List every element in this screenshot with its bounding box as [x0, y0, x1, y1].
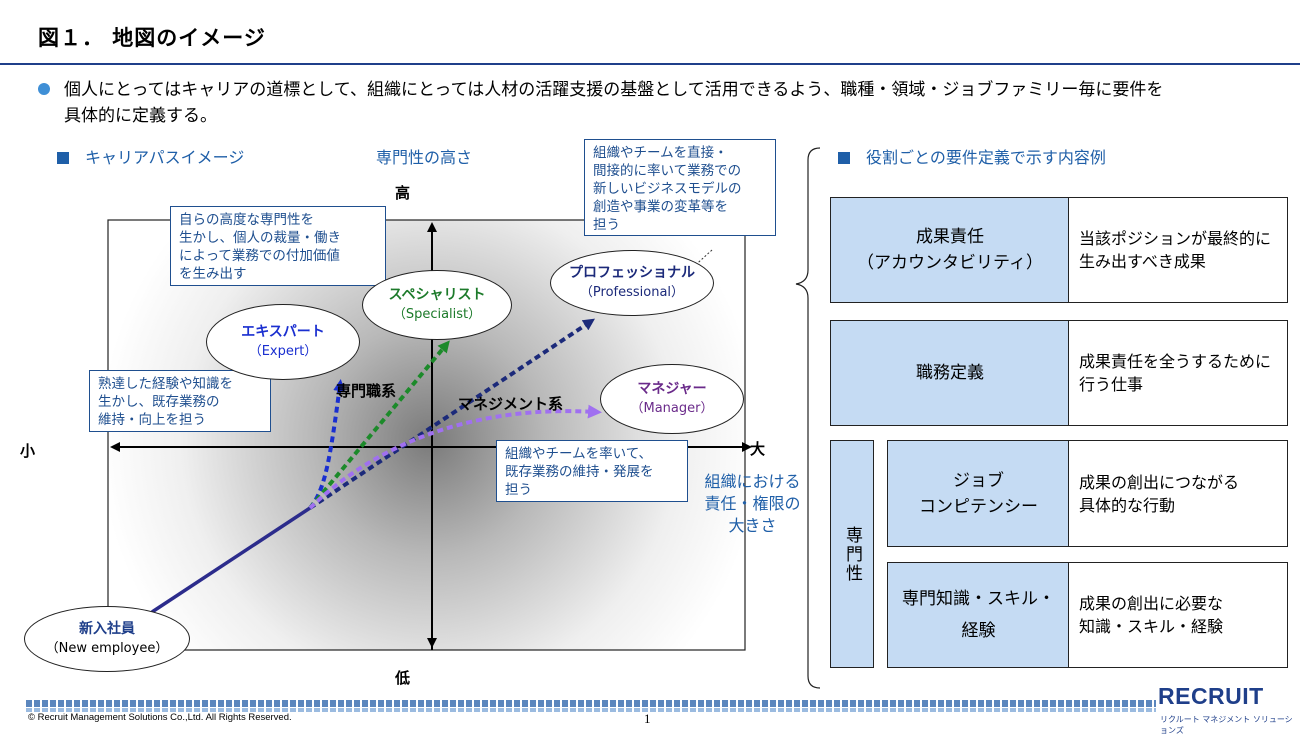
copyright-text: © Recruit Management Solutions Co.,Ltd. … [28, 712, 292, 723]
professional-callout: 組織やチームを直接・ 間接的に率いて業務での 新しいビジネスモデルの 創造や事業… [584, 139, 776, 236]
row-body-line: 成果の創出に必要な [1079, 594, 1224, 613]
node-specialist-name: スペシャリスト [388, 287, 486, 303]
recruit-logo-subtitle: リクルート マネジメント ソリューションズ [1160, 715, 1293, 735]
h-axis-title-line-1: 組織における [704, 472, 801, 491]
expertise-group-text: 専門性 [842, 525, 862, 583]
square-bullet-icon [57, 152, 69, 164]
intro-line-1: 個人にとってはキャリアの道標として、組織にとっては人材の活躍支援の基盤として活用… [64, 80, 1164, 100]
row-job-definition-head: 職務定義 [830, 320, 1070, 426]
requirements-heading: 役割ごとの要件定義で示す内容例 [838, 144, 1106, 168]
row-head-line: 経験 [961, 621, 996, 641]
axis-label-large: 大 [750, 440, 766, 458]
manager-callout: 組織やチームを率いて、 既存業務の維持・発展を 担う [496, 440, 688, 502]
career-path-heading: キャリアパスイメージ [57, 144, 244, 168]
specialist-path-arrow [308, 340, 450, 510]
axis-label-small: 小 [20, 442, 36, 460]
node-specialist-en: （Specialist） [392, 307, 482, 322]
node-expert: エキスパート （Expert） [206, 304, 360, 380]
row-head-line: 成果責任 [916, 227, 984, 247]
callout-line: 担う [593, 217, 620, 233]
requirements-heading-text: 役割ごとの要件定義で示す内容例 [866, 148, 1106, 167]
node-manager: マネジャー （Manager） [600, 364, 744, 434]
footer-dashed-bar-light [26, 708, 1156, 712]
row-head-line: 職務定義 [916, 363, 984, 383]
callout-line: 生かし、既存業務の [98, 394, 220, 410]
callout-line: 既存業務の維持・発展を [505, 464, 654, 480]
node-expert-en: （Expert） [248, 344, 318, 359]
row-accountability-head: 成果責任 （アカウンタビリティ） [830, 197, 1070, 303]
node-new-employee-name: 新入社員 [79, 621, 135, 637]
expert-path-arrow [308, 379, 346, 510]
node-manager-name: マネジャー [637, 381, 707, 397]
row-head-line: 専門知識・スキル・ [902, 589, 1055, 609]
h-axis-title-line-3: 大きさ [728, 516, 777, 535]
callout-line: 組織やチームを率いて、 [505, 446, 653, 462]
row-body-line: 具体的な行動 [1079, 495, 1176, 515]
expertise-group-label: 専門性 [830, 440, 874, 668]
node-new-employee: 新入社員 （New employee） [24, 606, 190, 672]
row-head-line: ジョブ [953, 470, 1004, 491]
professional-path-arrow [308, 318, 595, 510]
row-body-line: 当該ポジションが最終的に [1079, 229, 1272, 248]
footer-dashed-bar [26, 700, 1156, 707]
node-specialist: スペシャリスト （Specialist） [362, 270, 512, 340]
node-professional-en: （Professional） [579, 285, 685, 300]
specialist-track-label: 専門職系 [336, 382, 397, 400]
h-axis-title-line-2: 責任・権限の [704, 494, 801, 513]
row-knowledge-body: 成果の創出に必要な 知識・スキル・経験 [1068, 562, 1288, 668]
row-competency-head: ジョブ コンピテンシー [887, 440, 1070, 547]
node-manager-en: （Manager） [630, 401, 714, 416]
callout-line: 担う [505, 482, 532, 498]
callout-line: によって業務での付加価値 [179, 248, 340, 264]
row-body-line: 成果責任を全うするために [1079, 352, 1272, 371]
recruit-logo: RECRUIT [1158, 683, 1264, 709]
title-divider [0, 63, 1300, 65]
callout-line: 維持・向上を担う [98, 412, 206, 428]
callout-line: 組織やチームを直接・ [593, 145, 728, 161]
expert-callout: 熟達した経験や知識を 生かし、既存業務の 維持・向上を担う [89, 370, 271, 432]
callout-line: を生み出す [179, 266, 247, 282]
axis-label-low: 低 [395, 669, 411, 687]
node-new-employee-en: （New employee） [45, 641, 169, 656]
right-brace [795, 147, 821, 689]
manager-path-arrow [308, 404, 602, 510]
bullet-dot-icon [38, 83, 50, 95]
node-expert-name: エキスパート [241, 324, 325, 340]
row-accountability-body: 当該ポジションが最終的に 生み出すべき成果 [1068, 197, 1288, 303]
node-professional: プロフェッショナル （Professional） [550, 250, 714, 316]
callout-line: 熟達した経験や知識を [98, 376, 233, 392]
row-head-line: コンピテンシー [919, 496, 1038, 517]
horizontal-axis-title: 組織における 責任・権限の 大きさ [690, 471, 815, 537]
row-head-line: （アカウンタビリティ） [857, 253, 1043, 273]
page-number: 1 [644, 711, 651, 726]
callout-line: 自らの高度な専門性を [179, 212, 314, 228]
row-competency-body: 成果の創出につながる 具体的な行動 [1068, 440, 1288, 547]
row-body-line: 成果の創出につながる [1079, 472, 1240, 492]
row-knowledge-head: 専門知識・スキル・ 経験 [887, 562, 1070, 668]
page-title: 図１． 地図のイメージ [38, 26, 266, 50]
management-track-label: マネジメント系 [458, 395, 564, 413]
callout-line: 新しいビジネスモデルの [593, 181, 742, 197]
callout-line: 間接的に率いて業務での [593, 163, 742, 179]
career-path-heading-text: キャリアパスイメージ [85, 148, 245, 167]
intro-text: 個人にとってはキャリアの道標として、組織にとっては人材の活躍支援の基盤として活用… [64, 77, 1244, 129]
row-job-definition-body: 成果責任を全うするために 行う仕事 [1068, 320, 1288, 426]
square-bullet-icon [838, 152, 850, 164]
axis-label-high: 高 [395, 184, 411, 202]
row-body-line: 行う仕事 [1079, 375, 1144, 394]
node-professional-name: プロフェッショナル [569, 265, 695, 281]
vertical-axis-title: 専門性の高さ [376, 148, 473, 167]
intro-line-2: 具体的に定義する。 [64, 106, 217, 126]
row-body-line: 知識・スキル・経験 [1079, 617, 1224, 636]
callout-line: 創造や事業の変革等を [593, 199, 728, 215]
base-career-line [151, 506, 311, 614]
row-body-line: 生み出すべき成果 [1079, 252, 1206, 271]
callout-line: 生かし、個人の裁量・働き [179, 230, 341, 246]
specialist-callout: 自らの高度な専門性を 生かし、個人の裁量・働き によって業務での付加価値 を生み… [170, 206, 386, 286]
